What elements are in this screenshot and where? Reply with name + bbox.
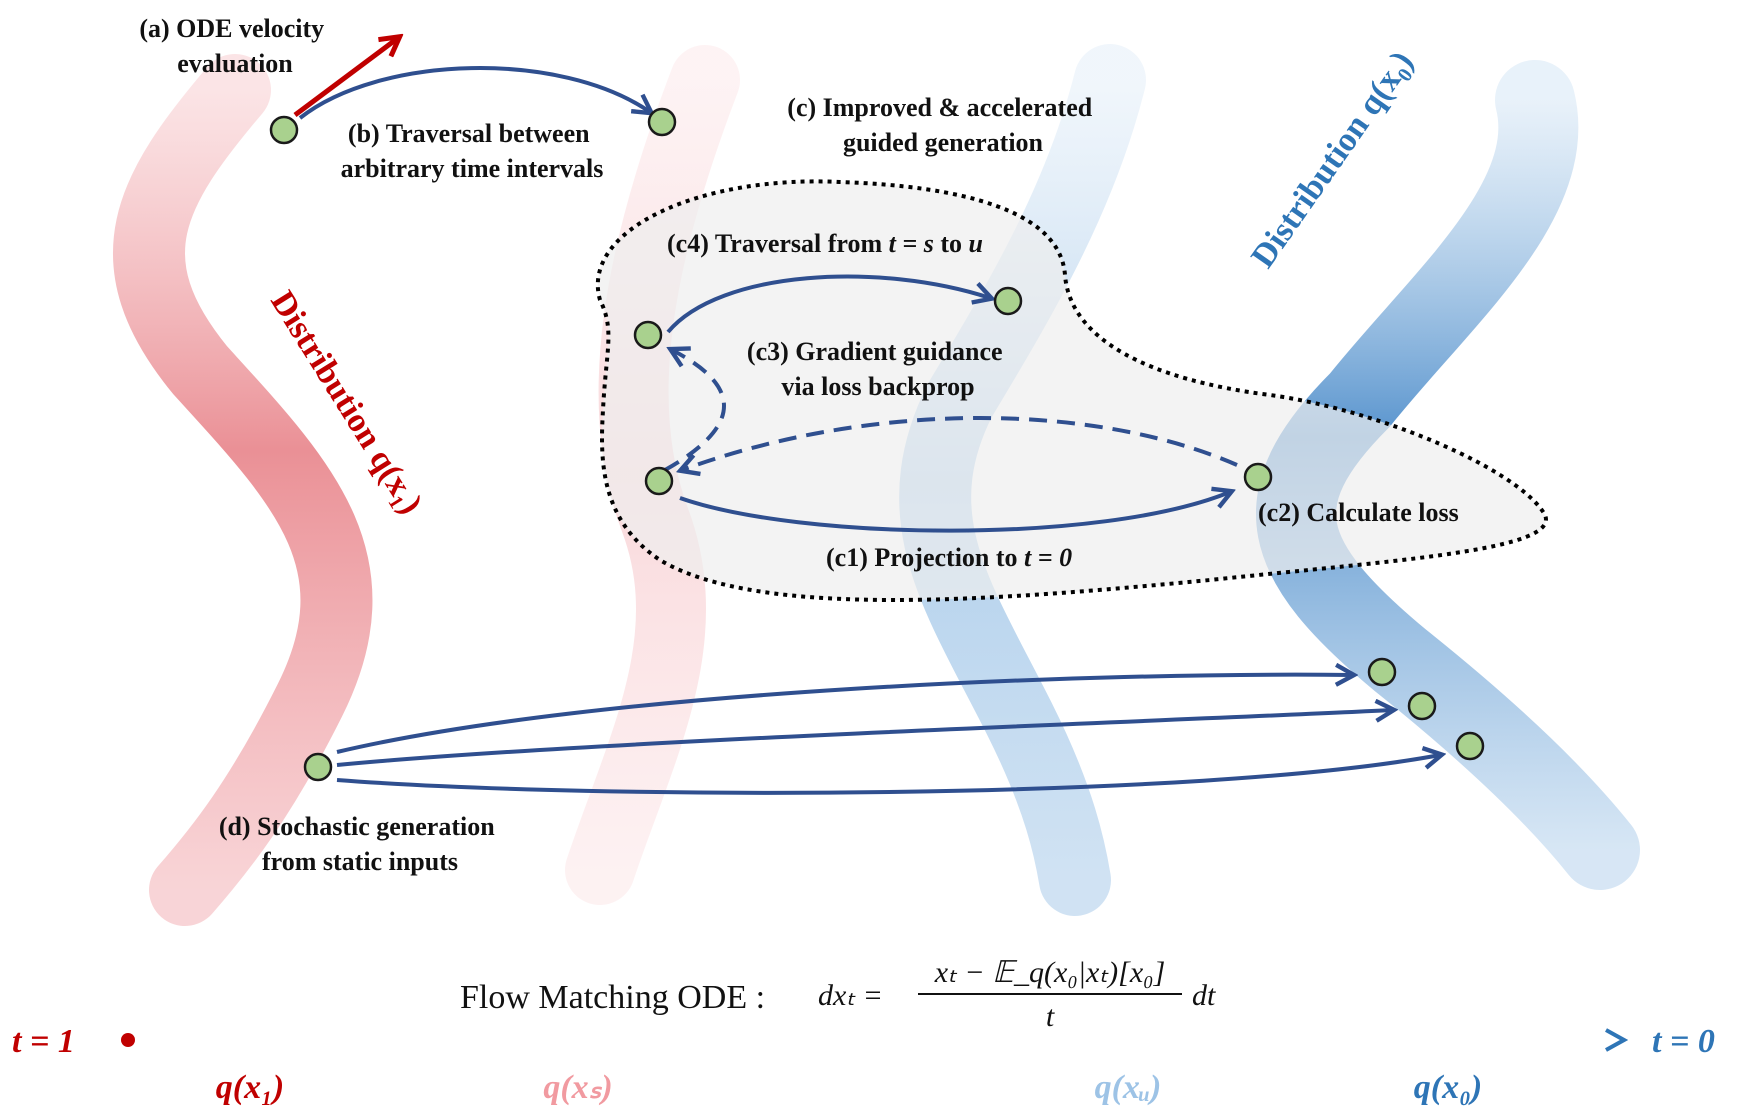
arrow-c4 xyxy=(666,274,990,334)
axis-label-t1: t = 1 xyxy=(12,1023,75,1060)
arrow-ode-velocity xyxy=(293,38,398,118)
axis-q-x1: q(x₁) xyxy=(216,1069,285,1106)
ode-dt: dt xyxy=(1192,979,1216,1012)
node-d-start xyxy=(303,752,333,782)
node-c1-start xyxy=(644,466,674,496)
ode-numerator: xₜ − 𝔼_q(x₀|xₜ)[x₀] xyxy=(934,956,1166,989)
label-d: (d) Stochastic generation from static in… xyxy=(219,812,501,876)
guided-region xyxy=(595,179,1548,602)
node-c2 xyxy=(1243,462,1273,492)
node-c4-start xyxy=(633,320,663,350)
node-d-end-1 xyxy=(1367,657,1397,687)
axis-q-xu: q(xᵤ) xyxy=(1095,1069,1162,1106)
ode-denominator: t xyxy=(1046,1000,1055,1033)
node-a xyxy=(269,115,299,145)
arrow-c1 xyxy=(679,492,1230,533)
axis-q-xs: q(xₛ) xyxy=(543,1069,612,1106)
arrow-traversal-b xyxy=(298,66,650,120)
label-c4: (c4) Traversal from t = s to u xyxy=(667,229,983,258)
ode-lhs: dxₜ = xyxy=(818,979,883,1012)
node-c4-end xyxy=(993,286,1023,316)
nodes xyxy=(269,107,1485,782)
label-c: (c) Improved & accelerated guided genera… xyxy=(787,93,1098,157)
axis-label-t0: t = 0 xyxy=(1652,1023,1715,1060)
label-c3: (c3) Gradient guidance via loss backprop xyxy=(747,337,1009,401)
axis-q-x0: q(x₀) xyxy=(1414,1069,1483,1106)
node-d-end-3 xyxy=(1455,731,1485,761)
band-x1 xyxy=(113,54,373,926)
arrow-c2-dashed xyxy=(682,416,1238,470)
label-a: (a) ODE velocity evaluation xyxy=(139,14,330,78)
arrow-d-2 xyxy=(336,710,1392,767)
distribution-x0-label: Distribution q(x₀) xyxy=(1244,45,1420,275)
label-c1: (c1) Projection to t = 0 xyxy=(826,543,1072,572)
arrow-d-3 xyxy=(336,755,1440,795)
label-b: (b) Traversal between arbitrary time int… xyxy=(341,119,604,183)
node-b-target xyxy=(647,107,677,137)
ode-prefix: Flow Matching ODE : xyxy=(460,979,765,1016)
node-d-end-2 xyxy=(1407,691,1437,721)
label-c2: (c2) Calculate loss xyxy=(1258,498,1459,527)
arrow-d-1 xyxy=(336,675,1352,754)
